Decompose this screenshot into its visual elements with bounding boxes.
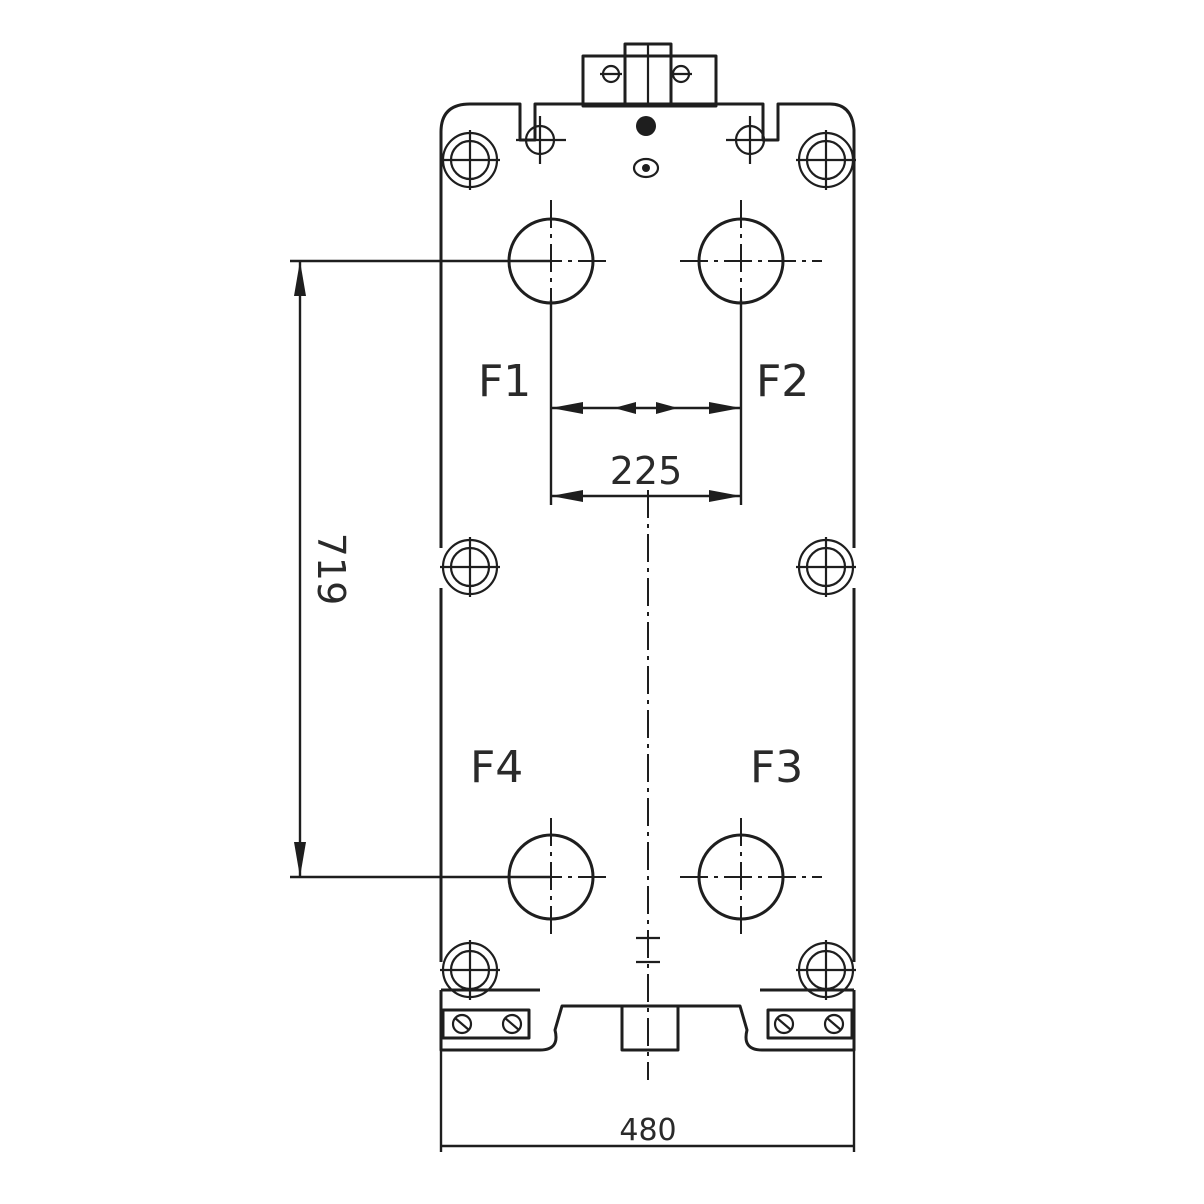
tie-bolt-top-left-icon (440, 130, 500, 190)
dimension-label-719: 719 (309, 533, 353, 606)
frame-plate-outline (439, 102, 856, 1052)
tie-bolt-bottom-right-icon (796, 940, 856, 1000)
screw-icon (823, 1013, 845, 1035)
port-label-f2: F2 (756, 356, 809, 407)
dimension-480: 480 (439, 1050, 856, 1152)
port-label-f1: F1 (478, 356, 531, 407)
top-small-holes (516, 116, 776, 179)
bottom-clamps (441, 1008, 854, 1040)
dimension-label-480: 480 (619, 1113, 676, 1148)
tie-bolt-mid-right-icon (796, 537, 856, 597)
tie-bolt-holes (440, 130, 856, 1000)
screw-icon (451, 1013, 473, 1035)
dimension-label-225: 225 (610, 449, 683, 493)
tie-bolt-mid-left-icon (440, 537, 500, 597)
vertical-centerline (636, 490, 660, 1080)
dimension-719: 719 (290, 259, 551, 879)
top-connection-bracket (581, 42, 718, 108)
dimension-225: 225 (549, 300, 743, 505)
screw-icon (501, 1013, 523, 1035)
tie-bolt-bottom-left-icon (440, 940, 500, 1000)
port-label-f3: F3 (750, 742, 803, 793)
port-label-f4: F4 (470, 742, 523, 793)
screw-icon (773, 1013, 795, 1035)
port-f3 (680, 818, 822, 938)
tie-bolt-top-right-icon (796, 130, 856, 190)
